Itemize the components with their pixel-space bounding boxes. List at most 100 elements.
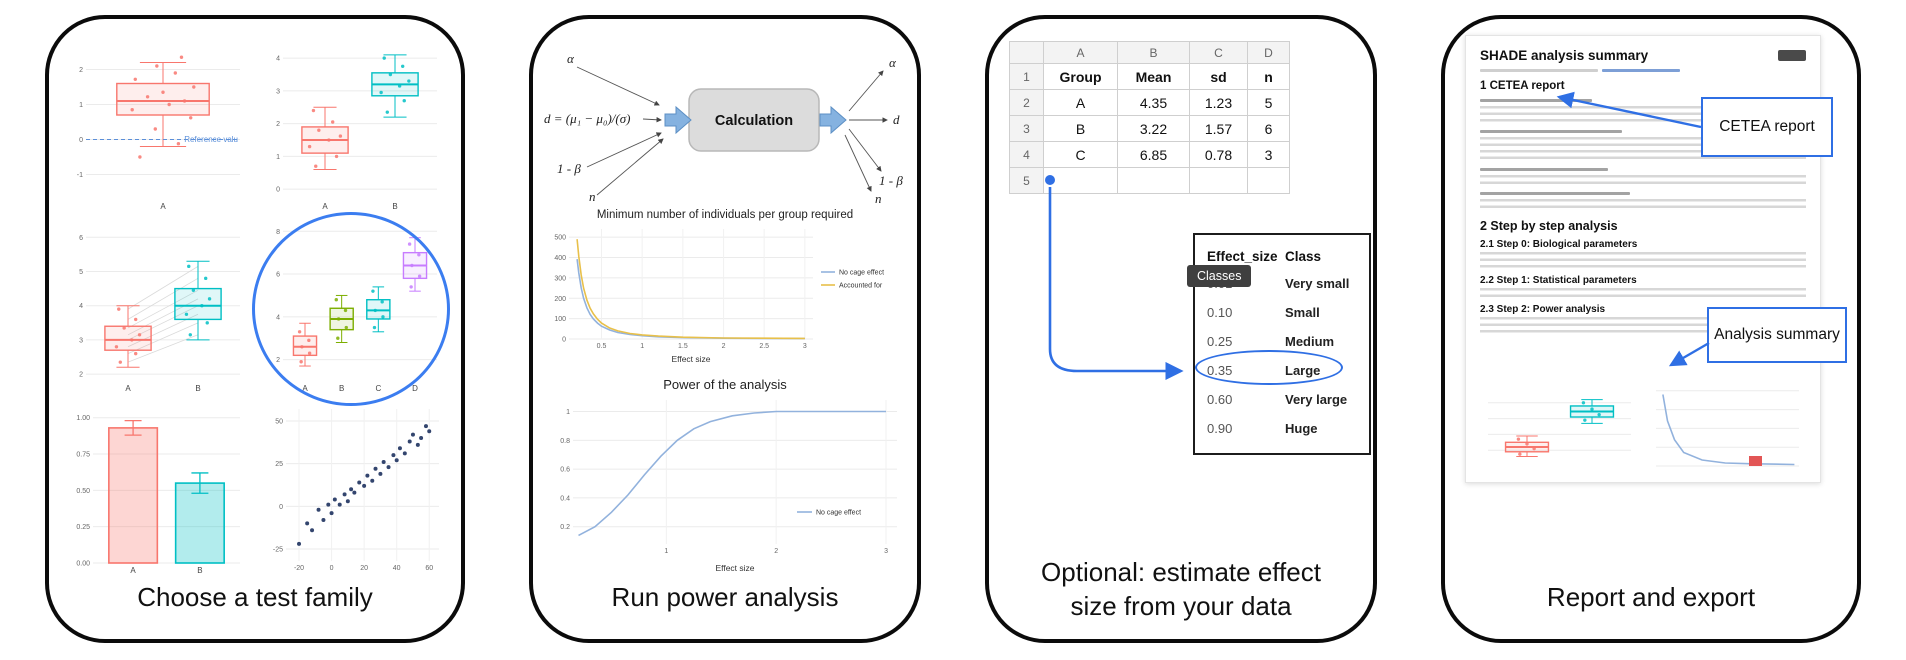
svg-text:4: 4 xyxy=(276,314,280,321)
effect-row: 0.90 Huge xyxy=(1207,421,1318,436)
svg-text:2: 2 xyxy=(79,372,83,379)
doc-section-1: 1 CETEA report xyxy=(1480,80,1565,92)
svg-text:A: A xyxy=(160,202,166,211)
col-header-d: D xyxy=(1247,41,1290,64)
svg-text:0: 0 xyxy=(276,187,280,194)
report-mini-boxplot-chart xyxy=(1488,399,1631,458)
effect-row: 0.25 Medium xyxy=(1207,334,1335,349)
cell: 1.57 xyxy=(1189,115,1248,142)
output-arrow-icon xyxy=(819,105,847,135)
row-number: 5 xyxy=(1009,167,1044,194)
doc-subheading-placeholder xyxy=(1480,99,1592,102)
svg-text:-1: -1 xyxy=(77,172,83,179)
power-title: Power of the analysis xyxy=(663,377,787,392)
svg-text:1: 1 xyxy=(640,343,644,350)
n-input-label: n xyxy=(589,189,596,204)
cell xyxy=(1189,167,1248,194)
svg-text:200: 200 xyxy=(554,296,566,303)
row-number: 2 xyxy=(1009,89,1044,116)
svg-text:A: A xyxy=(130,566,136,575)
svg-text:50: 50 xyxy=(275,418,283,425)
doc-paragraph-placeholder xyxy=(1480,199,1806,209)
cell: 3.22 xyxy=(1117,115,1190,142)
header-effect-size: Effect_size xyxy=(1207,248,1278,264)
svg-text:1: 1 xyxy=(664,548,668,555)
svg-text:0: 0 xyxy=(279,504,283,511)
svg-text:0.6: 0.6 xyxy=(560,467,570,474)
svg-text:6: 6 xyxy=(276,272,280,279)
svg-text:0: 0 xyxy=(562,337,566,344)
svg-text:C: C xyxy=(375,384,381,393)
svg-text:B: B xyxy=(392,202,397,211)
svg-text:0.25: 0.25 xyxy=(76,524,90,531)
beta-output-label: 1 - β xyxy=(879,173,903,188)
svg-text:1.00: 1.00 xyxy=(76,415,90,422)
cell: 6 xyxy=(1247,115,1290,142)
panel4-caption: Report and export xyxy=(1546,582,1756,612)
panel-report-export: SHADE analysis summary 1 CETEA report 2 … xyxy=(1441,15,1861,643)
svg-text:60: 60 xyxy=(425,565,433,572)
svg-text:A: A xyxy=(322,202,328,211)
doc-subheading-placeholder xyxy=(1480,192,1630,195)
doc-subheading-placeholder xyxy=(1480,130,1622,133)
panel1-caption: Choose a test family xyxy=(137,582,373,612)
doc-paragraph-placeholder xyxy=(1480,252,1806,269)
cell: B xyxy=(1043,115,1118,142)
cell: Group xyxy=(1043,63,1118,90)
min-individuals-title: Minimum number of individuals per group … xyxy=(596,209,854,221)
cell: n xyxy=(1247,63,1290,90)
doc-header: SHADE analysis summary xyxy=(1480,48,1806,63)
col-header-c: C xyxy=(1189,41,1248,64)
cell xyxy=(1247,167,1290,194)
doc-section-2: 2 Step by step analysis xyxy=(1480,219,1618,233)
callout-analysis-summary: Analysis summary xyxy=(1707,307,1847,363)
doc-paragraph-placeholder xyxy=(1480,175,1806,185)
svg-text:3: 3 xyxy=(884,548,888,555)
svg-text:0.75: 0.75 xyxy=(76,452,90,459)
alpha-output-label: α xyxy=(889,55,897,70)
row-number: 1 xyxy=(1009,63,1044,90)
doc-title: SHADE analysis summary xyxy=(1480,48,1649,63)
cell: A xyxy=(1043,89,1118,116)
svg-text:0.5: 0.5 xyxy=(597,343,607,350)
svg-text:2: 2 xyxy=(276,357,280,364)
svg-text:1.5: 1.5 xyxy=(678,343,688,350)
cell: 4.35 xyxy=(1117,89,1190,116)
svg-text:B: B xyxy=(195,384,200,393)
doc-paragraph-placeholder xyxy=(1480,288,1806,298)
doc-section-22: 2.2 Step 1: Statistical parameters xyxy=(1480,275,1637,286)
cell: 1.23 xyxy=(1189,89,1248,116)
svg-text:No cage effect: No cage effect xyxy=(816,510,861,517)
svg-text:6: 6 xyxy=(79,235,83,242)
cell: 5 xyxy=(1247,89,1290,116)
classes-tooltip: Classes xyxy=(1187,265,1252,287)
svg-text:0: 0 xyxy=(79,137,83,144)
svg-text:0.8: 0.8 xyxy=(560,438,570,445)
col-header-a: A xyxy=(1043,41,1118,64)
doc-generated-line xyxy=(1480,69,1806,72)
svg-text:2: 2 xyxy=(774,548,778,555)
svg-text:-25: -25 xyxy=(273,547,283,554)
svg-text:400: 400 xyxy=(554,255,566,262)
effect-table-header: Effect_size Class xyxy=(1207,243,1369,269)
highlighted-legend-chip xyxy=(1749,456,1762,466)
selection-handle-dot xyxy=(1045,175,1055,185)
svg-text:8: 8 xyxy=(276,229,280,236)
svg-text:1: 1 xyxy=(276,154,280,161)
svg-text:B: B xyxy=(197,566,202,575)
alpha-input-label: α xyxy=(567,51,575,66)
cell: sd xyxy=(1189,63,1248,90)
svg-text:Effect size: Effect size xyxy=(671,354,710,364)
d-output-label: d xyxy=(893,112,900,127)
col-header-b: B xyxy=(1117,41,1190,64)
svg-text:0.2: 0.2 xyxy=(560,524,570,531)
svg-text:A: A xyxy=(302,384,308,393)
effect-row: 0.60 Very large xyxy=(1207,392,1348,407)
n-output-label: n xyxy=(875,191,882,205)
doc-section-23: 2.3 Step 2: Power analysis xyxy=(1480,304,1606,315)
power-calculation-diagram: Calculation α d = (μ₁ − μ₀)/(σ) 1 - β n … xyxy=(544,51,903,205)
svg-text:5: 5 xyxy=(79,269,83,276)
